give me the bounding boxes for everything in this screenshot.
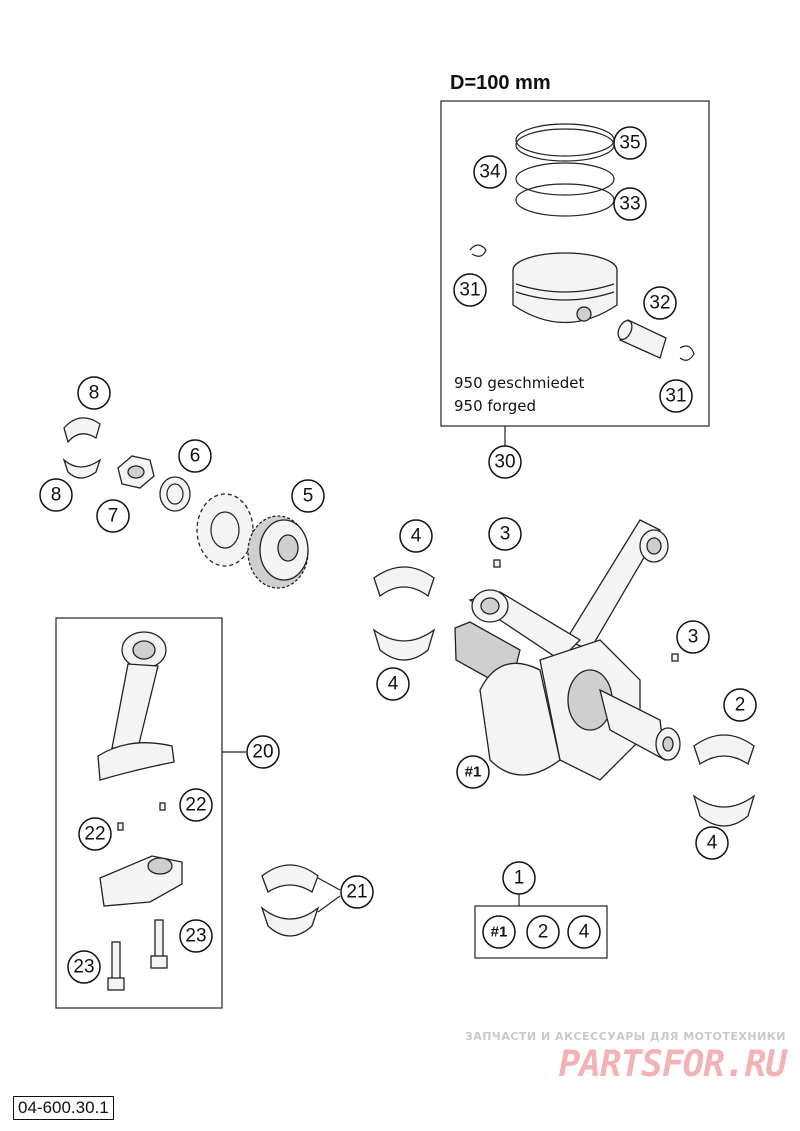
callout-21: 21	[340, 875, 374, 909]
callout-31-bottom: 31	[659, 379, 693, 413]
washer	[159, 476, 191, 512]
leader-21-upper	[317, 877, 341, 891]
callout-4-lower-label: 4	[388, 674, 399, 695]
callout-32-label: 32	[649, 293, 670, 314]
callout-crankshaft-ref: #1	[456, 755, 490, 789]
kit-item-4: 4	[567, 915, 601, 949]
callout-8-top-label: 8	[89, 383, 100, 404]
sprocket	[196, 493, 254, 567]
piston	[512, 252, 618, 324]
callout-30-label: 30	[494, 452, 515, 473]
callout-3-right: 3	[676, 620, 710, 654]
callout-3-upper-label: 3	[500, 524, 511, 545]
callout-6: 6	[178, 439, 212, 473]
callout-3-right-label: 3	[688, 627, 699, 648]
callout-31-top-label: 31	[459, 280, 480, 301]
callout-22-left-label: 22	[84, 824, 105, 845]
callout-4-upper: 4	[399, 519, 433, 553]
callout-5-label: 5	[303, 486, 314, 507]
callout-4-lower: 4	[376, 667, 410, 701]
document-number: 04-600.30.1	[13, 1096, 114, 1120]
callout-8-bottom: 8	[39, 478, 73, 512]
callout-3-upper: 3	[488, 517, 522, 551]
callout-23-left: 23	[67, 950, 101, 984]
callout-1: 1	[502, 861, 536, 895]
circlip-left	[469, 244, 487, 257]
callout-34-label: 34	[479, 162, 501, 183]
main-bearing-shell-right-lower	[692, 794, 756, 827]
watermark-logo: PARTSFOR.RU	[558, 1044, 787, 1085]
bearing-shell-8-lower	[62, 457, 102, 479]
crankshaft-assembly	[454, 519, 681, 781]
circlip-right	[679, 345, 695, 361]
callout-1-label: 1	[514, 868, 525, 889]
con-rod-bolt-right	[150, 919, 168, 969]
con-rod-bearing-upper	[261, 864, 319, 893]
con-rod-bolt-left	[107, 941, 125, 991]
con-rod-bearing-lower	[260, 906, 320, 937]
callout-30: 30	[488, 445, 522, 479]
callout-2-label: 2	[735, 695, 746, 716]
callout-31-bottom-label: 31	[665, 386, 686, 407]
callout-5: 5	[291, 479, 325, 513]
callout-23-right: 23	[179, 919, 213, 953]
kit-item-2-label: 2	[538, 922, 549, 943]
main-bearing-shell-lower	[372, 628, 436, 661]
hex-nut	[117, 455, 155, 489]
callout-20-label: 20	[252, 742, 273, 763]
callout-35-label: 35	[619, 133, 640, 154]
callout-8-bottom-label: 8	[51, 485, 62, 506]
callout-crankshaft-ref-label: #1	[465, 764, 482, 781]
callout-33: 33	[613, 187, 647, 221]
callout-31-top: 31	[453, 273, 487, 307]
sleeve-22-lower	[117, 822, 124, 831]
main-bearing-shell-upper	[373, 566, 435, 598]
callout-22-right-label: 22	[185, 795, 206, 816]
leader-21-lower	[317, 895, 341, 913]
callout-22-right: 22	[179, 788, 213, 822]
callout-4-upper-label: 4	[411, 526, 422, 547]
kit-item-crankshaft: #1	[482, 915, 516, 949]
bearing-shell-8-upper	[63, 417, 101, 444]
callout-33-label: 33	[619, 194, 640, 215]
callout-32: 32	[643, 286, 677, 320]
callout-22-left: 22	[78, 817, 112, 851]
callout-7-label: 7	[108, 506, 119, 527]
kit-item-2: 2	[526, 915, 560, 949]
kit-item-crankshaft-label: #1	[491, 924, 508, 941]
dowel-pin-upper	[493, 559, 501, 568]
con-rod-cap	[99, 855, 183, 907]
crankshaft-kit-frame	[474, 905, 608, 959]
watermark-tagline: ЗАПЧАСТИ И АКСЕССУАРЫ ДЛЯ МОТОТЕХНИКИ	[464, 1030, 786, 1043]
note-english: 950 forged	[454, 397, 537, 415]
callout-6-label: 6	[190, 446, 201, 467]
piston-diameter-label: D=100 mm	[450, 72, 551, 94]
callout-35: 35	[613, 126, 647, 160]
callout-8-top: 8	[77, 376, 111, 410]
kit-item-4-label: 4	[579, 922, 590, 943]
callout-20: 20	[246, 735, 280, 769]
piston-pin	[617, 319, 667, 359]
connecting-rod	[97, 631, 175, 781]
sleeve-22-upper	[159, 802, 166, 811]
callout-21-label: 21	[346, 882, 367, 903]
callout-23-right-label: 23	[185, 926, 206, 947]
callout-34: 34	[473, 155, 507, 189]
main-bearing-shell-right-upper	[693, 734, 755, 766]
callout-23-left-label: 23	[73, 957, 94, 978]
piston-kit-frame	[440, 100, 710, 427]
note-german: 950 geschmiedet	[454, 374, 585, 392]
con-rod-kit-frame	[55, 617, 223, 1009]
callout-2: 2	[723, 688, 757, 722]
piston-rings	[515, 123, 615, 217]
callout-4-right: 4	[695, 826, 729, 860]
callout-7: 7	[96, 499, 130, 533]
callout-4-right-label: 4	[707, 833, 718, 854]
dowel-pin-right	[671, 653, 679, 662]
primary-gear	[247, 515, 309, 589]
